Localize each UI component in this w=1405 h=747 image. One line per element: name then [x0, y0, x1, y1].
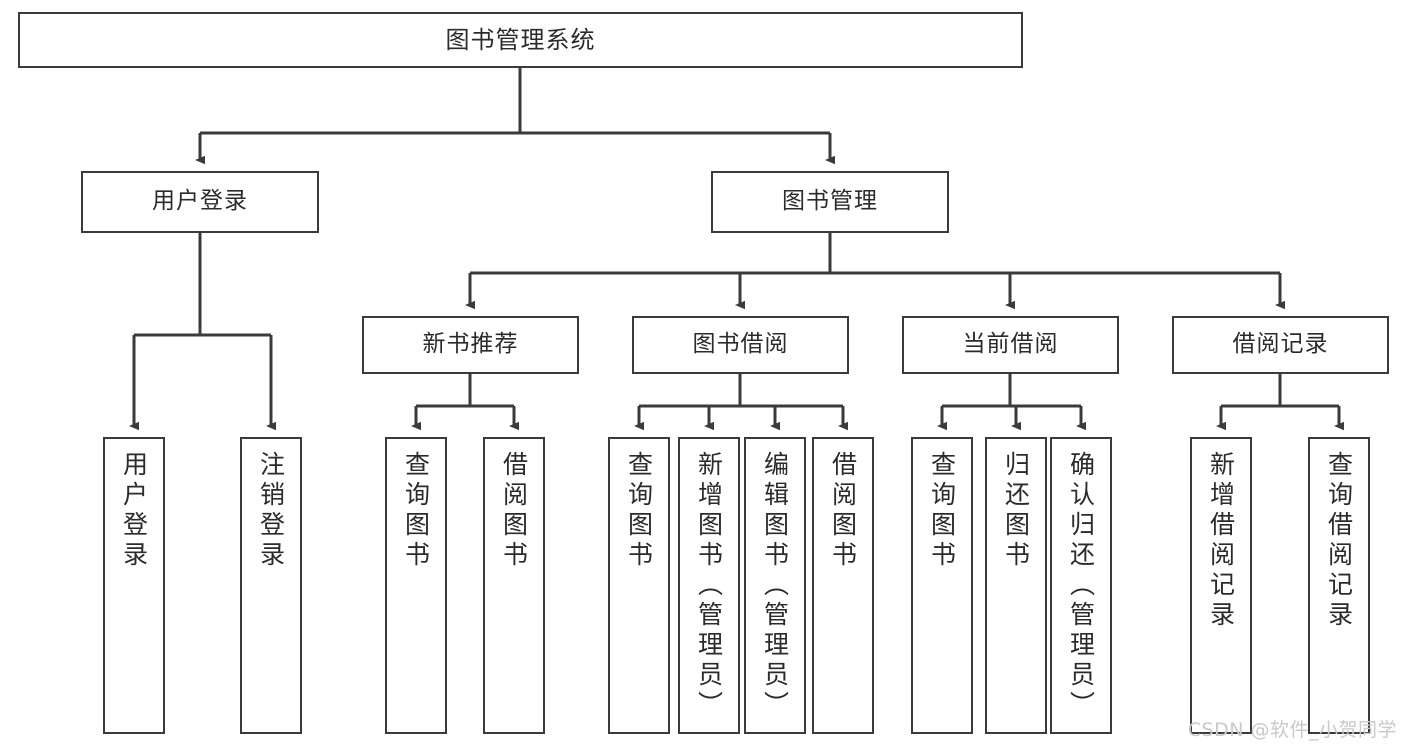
node-leaf-borrow-book-1[interactable]: 借阅图书 — [483, 437, 545, 734]
node-new-book-recommend[interactable]: 新书推荐 — [362, 316, 579, 374]
node-root[interactable]: 图书管理系统 — [18, 12, 1023, 68]
node-leaf-add-record[interactable]: 新增借阅记录 — [1190, 437, 1252, 734]
node-leaf-query-book-1[interactable]: 查询图书 — [385, 437, 447, 734]
node-current-borrow-label: 当前借阅 — [962, 331, 1059, 358]
node-new-book-recommend-label: 新书推荐 — [422, 331, 519, 358]
node-leaf-add-record-label: 新增借阅记录 — [1206, 451, 1236, 631]
node-leaf-query-book-3-label: 查询图书 — [927, 451, 957, 571]
node-leaf-user-login-label: 用户登录 — [119, 451, 149, 571]
node-borrow-record[interactable]: 借阅记录 — [1172, 316, 1389, 374]
node-leaf-logout-label: 注销登录 — [256, 451, 286, 571]
node-leaf-logout[interactable]: 注销登录 — [240, 437, 302, 734]
node-leaf-query-book-3[interactable]: 查询图书 — [911, 437, 973, 734]
node-leaf-query-book-2[interactable]: 查询图书 — [608, 437, 670, 734]
node-leaf-add-book-label: 新增图书（管理员） — [694, 451, 724, 721]
node-leaf-borrow-book-1-label: 借阅图书 — [499, 451, 529, 571]
node-leaf-return-book[interactable]: 归还图书 — [985, 437, 1047, 734]
node-leaf-query-book-1-label: 查询图书 — [401, 451, 431, 571]
node-leaf-query-record-label: 查询借阅记录 — [1324, 451, 1354, 631]
node-book-borrow[interactable]: 图书借阅 — [632, 316, 849, 374]
node-current-borrow[interactable]: 当前借阅 — [902, 316, 1119, 374]
node-book-manage[interactable]: 图书管理 — [711, 171, 949, 233]
node-leaf-edit-book-label: 编辑图书（管理员） — [760, 451, 790, 721]
node-leaf-user-login[interactable]: 用户登录 — [103, 437, 165, 734]
csdn-watermark: CSDN @软件_小贺同学 — [1187, 719, 1397, 741]
node-leaf-edit-book[interactable]: 编辑图书（管理员） — [744, 437, 806, 734]
node-leaf-add-book[interactable]: 新增图书（管理员） — [678, 437, 740, 734]
node-leaf-borrow-book-2[interactable]: 借阅图书 — [812, 437, 874, 734]
node-user-login-label: 用户登录 — [152, 188, 248, 215]
node-root-label: 图书管理系统 — [445, 25, 596, 54]
node-leaf-confirm-return-label: 确认归还（管理员） — [1066, 451, 1096, 721]
node-leaf-query-record[interactable]: 查询借阅记录 — [1308, 437, 1370, 734]
node-book-manage-label: 图书管理 — [782, 188, 878, 215]
node-leaf-confirm-return[interactable]: 确认归还（管理员） — [1050, 437, 1112, 734]
node-leaf-return-book-label: 归还图书 — [1001, 451, 1031, 571]
node-book-borrow-label: 图书借阅 — [692, 331, 789, 358]
node-leaf-borrow-book-2-label: 借阅图书 — [828, 451, 858, 571]
node-user-login[interactable]: 用户登录 — [81, 171, 319, 233]
node-borrow-record-label: 借阅记录 — [1232, 331, 1329, 358]
node-leaf-query-book-2-label: 查询图书 — [624, 451, 654, 571]
